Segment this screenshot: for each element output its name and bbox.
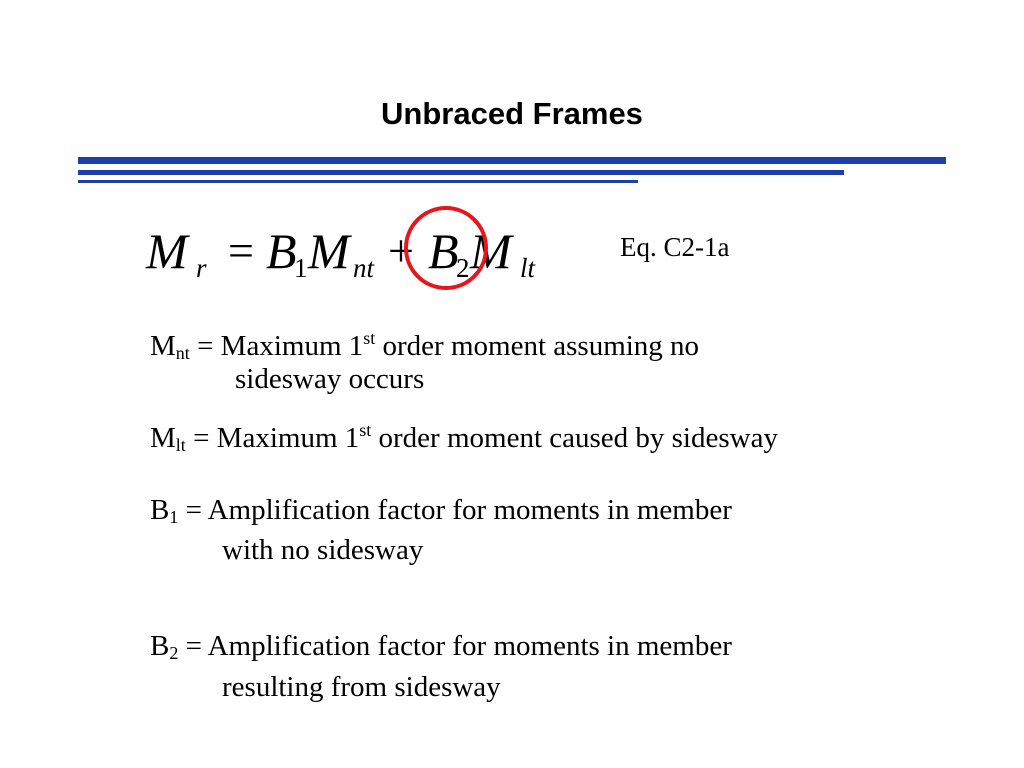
mnt-symbol-sub: nt <box>175 343 190 363</box>
eq-mr: M <box>146 223 188 279</box>
eq-mr-sub: r <box>196 253 207 283</box>
b1-text: = Amplification factor for moments in me… <box>178 494 732 526</box>
b2-symbol-sub: 2 <box>169 643 179 663</box>
eq-b1-sub: 1 <box>294 253 308 283</box>
title-rule-2 <box>78 170 844 175</box>
mlt-pre: = Maximum 1 <box>185 422 360 454</box>
equation-reference: Eq. C2-1a <box>620 232 730 262</box>
eq-equals: = <box>228 225 254 276</box>
definition-b2: B2 = Amplification factor for moments in… <box>150 626 732 674</box>
b2-text: = Amplification factor for moments in me… <box>178 630 732 662</box>
mlt-post: order moment caused by sidesway <box>371 422 778 454</box>
definition-mnt-continuation: sidesway occurs <box>235 363 425 395</box>
eq-mnt-sub: nt <box>353 253 375 283</box>
definition-mnt: Mnt = Maximum 1st order moment assuming … <box>150 318 699 374</box>
slide-title: Unbraced Frames <box>381 96 643 131</box>
mlt-symbol-sub: lt <box>175 435 186 455</box>
b2-highlight-circle <box>404 206 488 290</box>
mnt-post: order moment assuming no <box>375 330 700 362</box>
eq-b1: B <box>266 223 297 279</box>
mlt-sup: st <box>359 420 372 440</box>
eq-mlt-sub: lt <box>520 253 536 283</box>
mnt-pre: = Maximum 1 <box>189 330 364 362</box>
b1-symbol-sub: 1 <box>169 507 179 527</box>
b2-symbol: B <box>150 630 170 662</box>
definition-b2-continuation: resulting from sidesway <box>222 671 501 703</box>
b1-symbol: B <box>150 494 170 526</box>
mlt-symbol: M <box>150 422 176 454</box>
title-rule-1 <box>78 157 946 164</box>
eq-mnt: M <box>308 223 350 279</box>
definition-mlt: Mlt = Maximum 1st order moment caused by… <box>150 410 778 466</box>
mnt-sup: st <box>363 328 376 348</box>
definition-b1-continuation: with no sidesway <box>222 534 424 566</box>
mnt-symbol: M <box>150 330 176 362</box>
title-rule-3 <box>78 180 638 183</box>
definition-b1: B1 = Amplification factor for moments in… <box>150 490 732 538</box>
equation: M r = B 1 M nt + B 2 M lt <box>146 222 566 288</box>
